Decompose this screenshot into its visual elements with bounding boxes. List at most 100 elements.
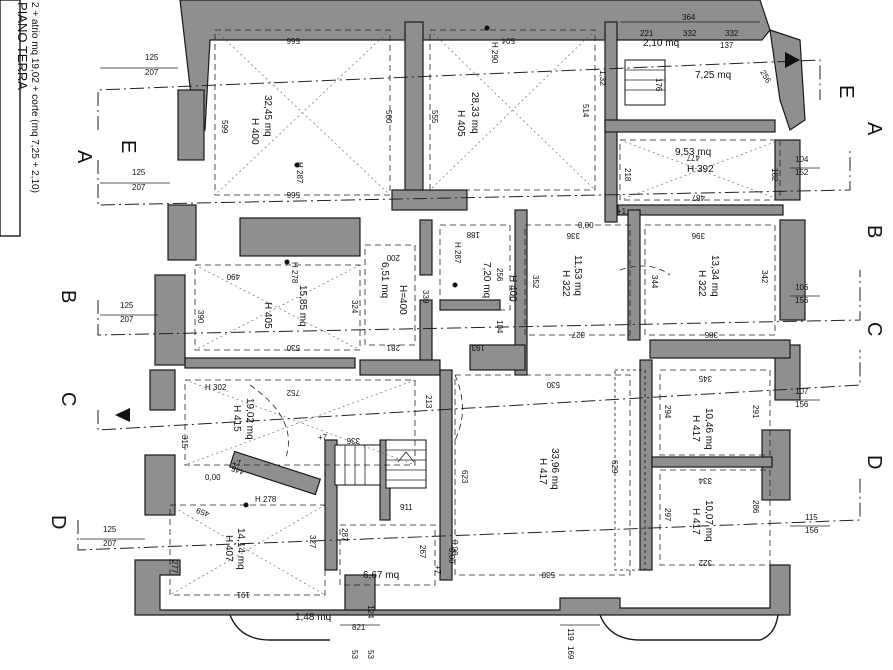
dimension-label: 336 — [346, 436, 360, 445]
dimension-label: 281 — [386, 343, 400, 352]
dim-bottom-2: 124 — [366, 605, 375, 619]
dimension-label: 327 — [308, 535, 317, 549]
dim-top-5: 137 — [720, 41, 734, 50]
dim-bottom-3: 53 — [350, 650, 359, 659]
room-area-7: 13,34 mq — [709, 255, 720, 297]
section-markers: E A B C D E A B C D — [47, 85, 885, 529]
room-labels: 32,45 mq H 400 28,33 mq H 405 7,25 mq 2,… — [223, 38, 731, 623]
dimension-label: 396 — [691, 231, 705, 240]
dimension-label: 490 — [226, 272, 240, 281]
room-height-2: H 405 — [455, 110, 466, 137]
dimension-label: 291 — [751, 405, 760, 419]
dim-right-6: 156 — [795, 400, 809, 409]
dim-left-7: 125 — [103, 525, 117, 534]
plan-title: PIANO TERRA — [15, 2, 30, 90]
room-area-6: 11,53 mq — [572, 255, 583, 296]
door-swings — [249, 265, 671, 461]
section-marker-e-right: E — [835, 85, 857, 98]
dim-right-4: 156 — [795, 296, 809, 305]
balcony-outline — [229, 614, 330, 641]
column-marker — [284, 259, 290, 265]
dimension-label: 514 — [581, 104, 590, 118]
section-marker-e-left: E — [117, 140, 139, 153]
dimension-label: H 278 — [255, 495, 277, 504]
section-lines — [77, 59, 861, 551]
room-area-9: 6,51 mq — [379, 262, 390, 298]
dimension-label: 322 — [698, 558, 712, 567]
dim-bottom-4: 53 — [366, 650, 375, 659]
dimension-label: 599 — [220, 120, 229, 134]
dimension-label: 104 — [495, 320, 504, 334]
column-marker — [243, 502, 249, 508]
dimension-label: 200 — [386, 253, 400, 262]
room-height-15: H 407 — [223, 535, 234, 562]
dim-bottom-5: 119 — [566, 628, 575, 641]
room-area-5: 9,53 mq — [675, 147, 711, 158]
room-height-8: H 405 — [262, 302, 273, 329]
dimension-label: H 302 — [205, 383, 227, 392]
dim-right-7: 115 — [805, 513, 818, 522]
interior-dimensions: 566 599 566 560 H 287 504 555 514 H 290 … — [170, 36, 779, 599]
dimension-label: 566 — [286, 36, 300, 45]
dimension-label: 911 — [400, 503, 413, 512]
dim-left-4: 207 — [132, 183, 146, 192]
dimension-label: 336 — [566, 231, 580, 240]
room-height-9: H=400 — [397, 285, 408, 315]
dimension-label: +1 — [617, 207, 627, 216]
dim-right-3: 106 — [795, 283, 809, 292]
room-area-16: 6,67 mq — [363, 570, 399, 581]
dimension-label: 352 — [531, 275, 540, 289]
room-area-1: 32,45 mq — [262, 95, 273, 137]
dimension-label: 560 — [384, 110, 393, 124]
room-area-10: 7,20 mq — [481, 262, 492, 298]
room-area-3: 7,25 mq — [695, 70, 731, 81]
room-area-14: 10,07 mq — [703, 500, 714, 542]
section-marker-b-right: B — [863, 225, 885, 238]
dimension-label: 345 — [698, 374, 712, 383]
dim-left-1: 125 — [145, 53, 159, 62]
dimension-label: 286 — [751, 500, 760, 514]
dim-right-2: 152 — [795, 168, 809, 177]
dimension-label: H 287 — [453, 242, 462, 264]
entrance-arrow-right-icon — [785, 52, 800, 68]
dimension-label: 182 — [770, 168, 779, 182]
section-marker-a-left: A — [73, 150, 95, 164]
room-area-15: 14,14 mq — [235, 528, 246, 570]
room-area-11: 19,02 mq — [244, 398, 255, 440]
dimension-label: 287 — [340, 528, 349, 542]
dimension-label: 297 — [663, 508, 672, 522]
room-height-1: H 400 — [249, 118, 260, 145]
dimension-label: 530 — [541, 570, 555, 579]
dim-left-6: 207 — [120, 315, 134, 324]
column-marker — [484, 25, 490, 31]
room-area-13: 10,46 mq — [703, 408, 714, 450]
dimension-label: 213 — [424, 395, 433, 409]
entrance-arrow-left-icon — [115, 408, 130, 422]
plan-note: 2 + atrio mq 19,02 + corte (mq 7,25 + 2,… — [29, 2, 40, 193]
dimension-label: 267 — [418, 545, 427, 559]
dimension-label: 530 — [286, 343, 300, 352]
dimension-label: 342 — [760, 270, 769, 284]
dimension-label: H 278 — [290, 262, 299, 284]
dim-right-1: 104 — [795, 155, 809, 164]
room-height-12: H 417 — [537, 458, 548, 485]
balcony-outline — [599, 614, 779, 641]
dim-left-8: 207 — [103, 539, 117, 548]
dimension-label: 0,00 — [447, 548, 456, 564]
dimension-label: H 290 — [490, 42, 499, 64]
dimension-label: 294 — [663, 405, 672, 419]
dimension-label: +7 — [433, 565, 442, 575]
dim-bottom-1: 821 — [352, 623, 366, 632]
room-height-10: H 400 — [507, 275, 518, 302]
dimension-label: 344 — [650, 275, 659, 289]
dimension-label: 339 — [421, 290, 430, 304]
dimension-label: 555 — [430, 110, 439, 124]
room-height-6: H 322 — [560, 270, 571, 297]
room-area-4: 2,10 mq — [643, 38, 679, 49]
dimension-label: 0,00 — [450, 540, 459, 556]
dimension-label: 0,00 — [205, 473, 221, 482]
section-marker-d-right: D — [863, 455, 885, 469]
dimension-label: 386 — [704, 330, 718, 339]
dimension-label: 530 — [546, 380, 560, 389]
dimension-label: 277 — [170, 560, 179, 574]
